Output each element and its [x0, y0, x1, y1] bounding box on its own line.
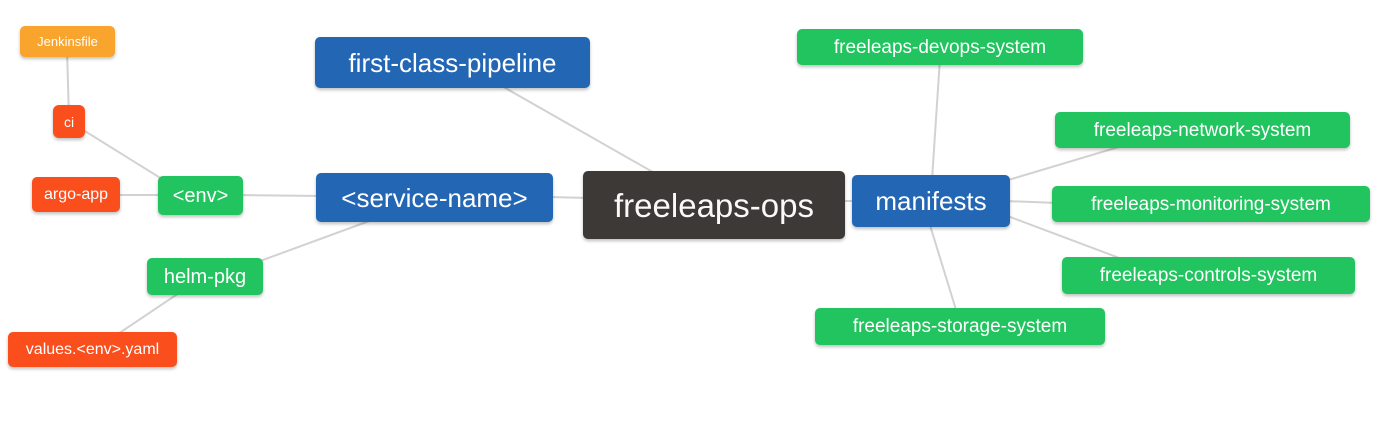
edge-manifests-storage: [928, 221, 958, 314]
edge-manifests-controls: [1004, 214, 1131, 263]
node-freeleaps-devops-system[interactable]: freeleaps-devops-system: [797, 29, 1083, 65]
node-env[interactable]: <env>: [158, 176, 243, 215]
node-first-class-pipeline[interactable]: first-class-pipeline: [315, 37, 590, 88]
edge-ci-env: [79, 127, 171, 185]
node-values-env-yaml[interactable]: values.<env>.yaml: [8, 332, 177, 367]
edge-pipeline-freeleaps-ops: [499, 84, 659, 176]
node-manifests[interactable]: manifests: [852, 175, 1010, 227]
edge-manifests-network: [1004, 145, 1123, 182]
node-freeleaps-controls-system[interactable]: freeleaps-controls-system: [1062, 257, 1355, 294]
edge-manifests-monitoring: [1004, 200, 1059, 204]
edge-helm-pkg-service-name: [251, 219, 373, 265]
node-argo-app[interactable]: argo-app: [32, 177, 120, 212]
node-jenkinsfile[interactable]: Jenkinsfile: [20, 26, 115, 57]
node-helm-pkg[interactable]: helm-pkg: [147, 258, 263, 295]
node-freeleaps-network-system[interactable]: freeleaps-network-system: [1055, 112, 1350, 148]
node-service-name[interactable]: <service-name>: [316, 173, 553, 222]
node-ci[interactable]: ci: [53, 105, 85, 138]
node-freeleaps-ops-root[interactable]: freeleaps-ops: [583, 171, 845, 239]
node-freeleaps-storage-system[interactable]: freeleaps-storage-system: [815, 308, 1105, 345]
edge-values-helm-pkg: [111, 290, 183, 339]
node-freeleaps-monitoring-system[interactable]: freeleaps-monitoring-system: [1052, 186, 1370, 222]
edge-env-service-name: [237, 194, 323, 197]
edge-manifests-devops: [931, 57, 941, 181]
